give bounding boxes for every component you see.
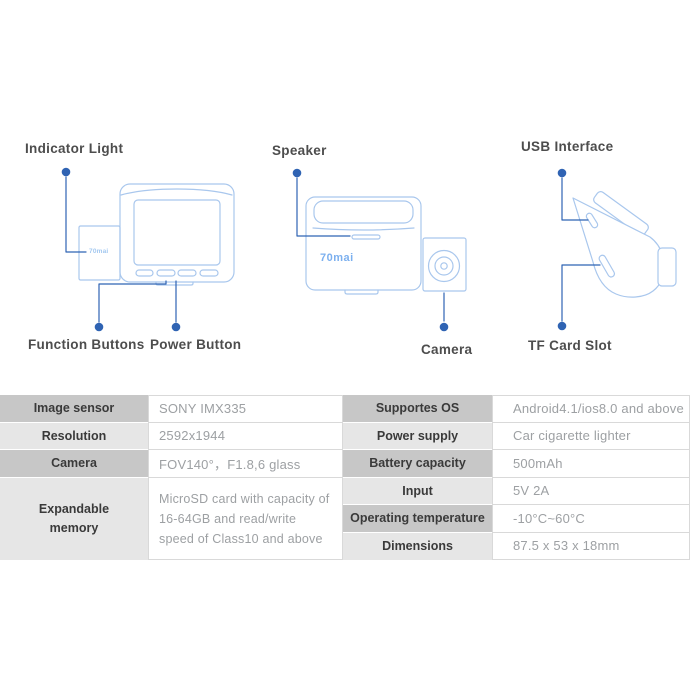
table-row: Camera FOV140°，F1.8,6 glass: [0, 450, 343, 478]
indicator-light-label: Indicator Light: [25, 141, 124, 156]
usb-interface-label: USB Interface: [521, 139, 614, 154]
function-button-1: [135, 269, 154, 277]
indicator-light-line: [65, 176, 87, 253]
brand-logo-small: 70mai: [89, 248, 109, 255]
spec-label: Power supply: [343, 422, 492, 450]
tf-line: [561, 264, 601, 322]
spec-label: Expandable memory: [0, 477, 148, 560]
screen: [133, 199, 221, 266]
speaker-label: Speaker: [272, 143, 327, 158]
front-view-drawing: [305, 196, 467, 295]
function-button-3: [177, 269, 197, 277]
tf-dot: [557, 321, 567, 331]
spec-value: Car cigarette lighter: [492, 422, 690, 450]
tf-card-slot-shape: [598, 254, 616, 278]
device-body-front: [305, 196, 422, 291]
table-row: Resolution 2592x1944: [0, 422, 343, 450]
spec-label: Operating temperature: [343, 505, 492, 533]
spec-label: Battery capacity: [343, 450, 492, 478]
spec-value: 5V 2A: [492, 477, 690, 505]
side-mount-bar: [593, 191, 649, 236]
spec-value: -10°C~60°C: [492, 505, 690, 533]
brand-logo: 70mai: [320, 252, 354, 264]
lens-center: [440, 262, 448, 270]
rear-view-drawing: [78, 183, 235, 286]
side-body: [572, 197, 665, 298]
tf-card-slot-label: TF Card Slot: [528, 338, 612, 353]
bottom-tab-front: [344, 289, 379, 295]
spec-label: Camera: [0, 450, 148, 478]
lens-outer-ring: [427, 249, 461, 283]
indicator-light-dot: [61, 167, 71, 177]
speaker-line: [296, 177, 351, 237]
callout-lines: [65, 176, 601, 323]
table-row: Supportes OS Android4.1/ios8.0 and above: [343, 395, 690, 423]
spec-value: SONY IMX335: [148, 395, 343, 423]
spec-value: MicroSD card with capacity of 16-64GB an…: [148, 477, 343, 560]
camera-dot: [439, 322, 449, 332]
spec-value: 2592x1944: [148, 422, 343, 450]
spec-table-right: Supportes OS Android4.1/ios8.0 and above…: [343, 395, 690, 560]
usb-line: [561, 177, 589, 221]
spec-table-left: Image sensor SONY IMX335 Resolution 2592…: [0, 395, 343, 560]
spec-label: Resolution: [0, 422, 148, 450]
power-button-dot: [171, 322, 181, 332]
function-buttons-line: [98, 280, 167, 323]
side-view-drawing: [572, 191, 677, 298]
table-row: Operating temperature -10°C~60°C: [343, 505, 690, 533]
speaker-slit: [351, 234, 381, 240]
spec-label: Image sensor: [0, 395, 148, 423]
table-row: Input 5V 2A: [343, 477, 690, 505]
power-button-shape: [199, 269, 219, 277]
table-row: Battery capacity 500mAh: [343, 450, 690, 478]
spec-value: 500mAh: [492, 450, 690, 478]
lens-mid-ring: [434, 256, 454, 276]
table-row: Expandable memory MicroSD card with capa…: [0, 477, 343, 560]
mount-lip: [312, 227, 415, 231]
function-button-2: [156, 269, 176, 277]
power-button-label: Power Button: [150, 337, 242, 352]
table-row: Image sensor SONY IMX335: [0, 395, 343, 423]
spec-label: Input: [343, 477, 492, 505]
spec-value: 87.5 x 53 x 18mm: [492, 532, 690, 560]
spec-label: Dimensions: [343, 532, 492, 560]
spec-value: Android4.1/ios8.0 and above: [492, 395, 690, 423]
device-body-rear: [119, 183, 235, 283]
usb-dot: [557, 168, 567, 178]
side-lens-bump: [657, 247, 677, 287]
windshield-mount: [313, 200, 414, 224]
function-buttons-label: Function Buttons: [28, 337, 145, 352]
table-row: Dimensions 87.5 x 53 x 18mm: [343, 532, 690, 560]
callout-dots: [61, 167, 567, 332]
camera-label: Camera: [421, 342, 473, 357]
usb-port-slot: [585, 212, 599, 229]
lens-block: [422, 237, 467, 292]
function-buttons-dot: [94, 322, 104, 332]
spec-label: Supportes OS: [343, 395, 492, 423]
body-top-seam: [120, 188, 233, 196]
speaker-dot: [292, 168, 302, 178]
table-row: Power supply Car cigarette lighter: [343, 422, 690, 450]
spec-value: FOV140°，F1.8,6 glass: [148, 450, 343, 478]
